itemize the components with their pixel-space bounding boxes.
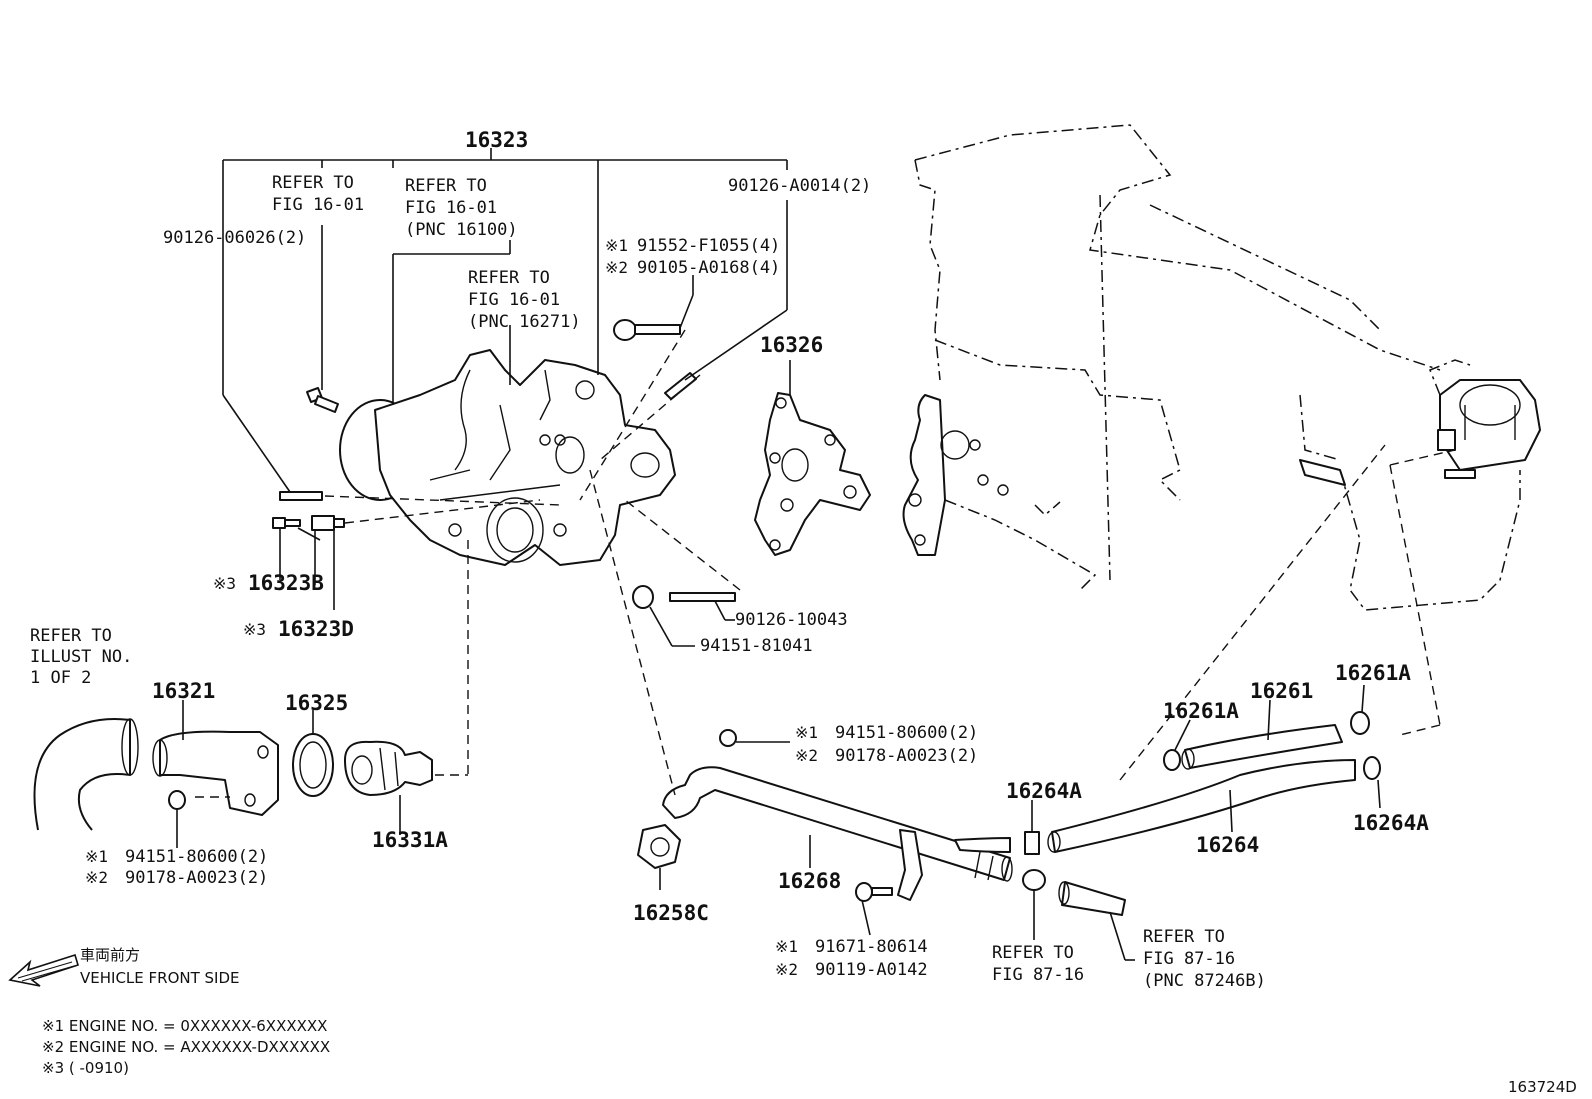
bolt-91552 <box>613 319 681 341</box>
label-16261A-left: 16261A <box>1163 699 1239 723</box>
label-16264A-right: 16264A <box>1353 811 1429 835</box>
gasket-16325 <box>292 733 334 797</box>
footnote-2: ※2 ENGINE NO. = AXXXXXX-DXXXXXX <box>42 1038 330 1056</box>
gasket-16326 <box>754 392 871 556</box>
refer-b-line3: (PNC 16100) <box>405 220 518 240</box>
label-16326: 16326 <box>760 333 823 357</box>
throttle-body <box>1299 359 1541 486</box>
nut-94151-81041 <box>632 585 654 609</box>
water-pump-assembly <box>339 349 676 566</box>
mark2-bracket-bolt: ※2 <box>775 960 798 979</box>
clamp-16264A <box>1022 831 1046 891</box>
stud-left <box>279 491 323 501</box>
label-16268: 16268 <box>778 869 841 893</box>
stud-90126-A0014 <box>664 372 697 400</box>
label-inlet-nut-2: 90178-A0023(2) <box>125 868 268 888</box>
vehicle-front-arrow-icon <box>8 953 79 987</box>
refer-87-line1: REFER TO <box>992 943 1074 963</box>
label-16321: 16321 <box>152 679 215 703</box>
mark2-90105: ※2 <box>605 258 628 277</box>
mark1-inlet-nut: ※1 <box>85 847 108 866</box>
hose-16264 <box>1047 756 1381 853</box>
label-16331A: 16331A <box>372 828 448 852</box>
refer-a-line2: FIG 16-01 <box>272 195 364 215</box>
label-bracket-bolt-2: 90119-A0142 <box>815 960 928 980</box>
refer-87b-line1: REFER TO <box>1143 927 1225 947</box>
leader-lines <box>176 148 1381 961</box>
bypass-pipe-16268 <box>662 729 1013 902</box>
refer-a-line1: REFER TO <box>272 173 354 193</box>
label-16261: 16261 <box>1250 679 1313 703</box>
bolt-16323B <box>272 517 301 529</box>
footnote-3: ※3 ( -0910) <box>42 1059 129 1077</box>
label-94151-81041: 94151-81041 <box>700 636 813 656</box>
labels: 16323 REFER TO FIG 16-01 REFER TO FIG 16… <box>30 128 1577 1096</box>
mark2-inlet-nut: ※2 <box>85 868 108 887</box>
assembly-dash-lines <box>195 329 1456 798</box>
label-pipe-nut-2: 90178-A0023(2) <box>835 746 978 766</box>
radiator-hose <box>33 718 139 831</box>
label-16323D: 16323D <box>278 617 354 641</box>
label-bracket-bolt-1: 91671-80614 <box>815 937 928 957</box>
refer-c-line2: FIG 16-01 <box>468 290 560 310</box>
refer-illust-line2: ILLUST NO. <box>30 647 132 667</box>
refer-87b-line3: (PNC 87246B) <box>1143 971 1266 991</box>
label-91552: 91552-F1055(4) <box>637 236 780 256</box>
label-16264A-top: 16264A <box>1006 779 1082 803</box>
refer-c-line1: REFER TO <box>468 268 550 288</box>
refer-87b-line2: FIG 87-16 <box>1143 949 1235 969</box>
stud-90126-10043 <box>669 592 736 602</box>
label-16325: 16325 <box>285 691 348 715</box>
refer-87-line2: FIG 87-16 <box>992 965 1084 985</box>
mark3-16323B: ※3 <box>213 574 236 593</box>
thermostat-16331A <box>344 740 433 796</box>
hose-16261 <box>1163 711 1370 771</box>
label-16323B: 16323B <box>248 571 324 595</box>
fitting-16323D <box>311 515 345 531</box>
mark3-16323D: ※3 <box>243 620 266 639</box>
refer-illust-line3: 1 OF 2 <box>30 668 91 688</box>
label-16323: 16323 <box>465 128 528 152</box>
footnote-1: ※1 ENGINE NO. = 0XXXXXX-6XXXXXX <box>42 1017 327 1035</box>
gasket-16258C <box>637 824 681 869</box>
bolt-upper <box>306 387 339 413</box>
label-90105: 90105-A0168(4) <box>637 258 780 278</box>
label-16264: 16264 <box>1196 833 1259 857</box>
water-inlet-16321 <box>152 730 279 816</box>
refer-b-line1: REFER TO <box>405 176 487 196</box>
front-label-jp: 車両前方 <box>80 946 140 964</box>
label-90126-10043: 90126-10043 <box>735 610 848 630</box>
label-16261A-right: 16261A <box>1335 661 1411 685</box>
refer-c-line3: (PNC 16271) <box>468 312 581 332</box>
engine-block-outline <box>902 124 1521 611</box>
mark1-91552: ※1 <box>605 236 628 255</box>
label-90126-06026: 90126-06026(2) <box>163 228 306 248</box>
mark1-pipe-nut: ※1 <box>795 723 818 742</box>
hose-fig87 <box>1058 881 1126 916</box>
label-16258C: 16258C <box>633 901 709 925</box>
label-inlet-nut-1: 94151-80600(2) <box>125 847 268 867</box>
front-label-en: VEHICLE FRONT SIDE <box>80 969 240 987</box>
figure-id: 163724D <box>1508 1078 1577 1096</box>
refer-illust-line1: REFER TO <box>30 626 112 646</box>
mark1-bracket-bolt: ※1 <box>775 937 798 956</box>
refer-b-line2: FIG 16-01 <box>405 198 497 218</box>
label-90126-A0014: 90126-A0014(2) <box>728 176 871 196</box>
mark2-pipe-nut: ※2 <box>795 746 818 765</box>
label-pipe-nut-1: 94151-80600(2) <box>835 723 978 743</box>
